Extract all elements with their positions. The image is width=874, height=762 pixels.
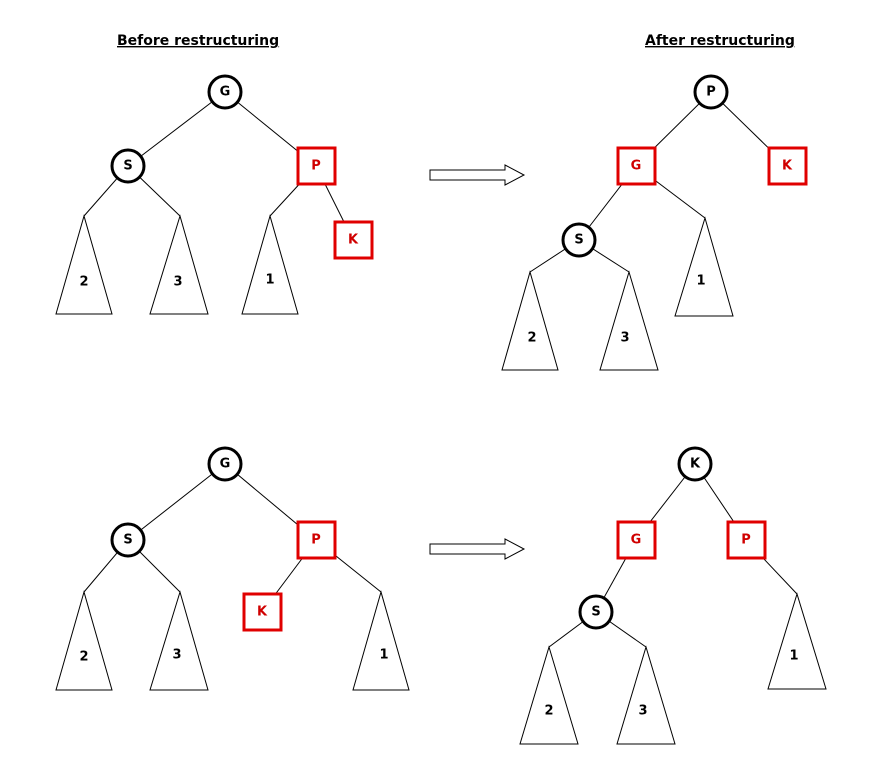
subtree-2-label: 2: [544, 704, 553, 719]
tree-2-after: 1 2 3 K G P S: [519, 446, 827, 745]
subtree-1: [352, 590, 410, 691]
subtree-3: [149, 590, 209, 691]
subtree-3: [616, 645, 676, 745]
node-s-label: S: [591, 605, 600, 620]
node-g-label: G: [631, 533, 642, 548]
tree-2-before: 2 3 1 G S P K: [55, 446, 410, 691]
subtree-3: [599, 270, 659, 371]
subtree-1: [241, 214, 299, 315]
node-p-label: P: [311, 533, 321, 548]
subtree-3-label: 3: [172, 648, 181, 663]
node-s-circle: [578, 594, 614, 630]
subtree-2: [55, 590, 113, 691]
subtree-2-label: 2: [79, 275, 88, 290]
node-k-square: [767, 146, 808, 186]
node-k-label: K: [257, 605, 268, 620]
node-k-label: K: [690, 457, 701, 472]
edge-g-s: [127, 91, 226, 167]
node-p-label: P: [741, 533, 751, 548]
subtree-3: [149, 214, 209, 315]
node-g-square: [616, 146, 657, 186]
edge-g-s: [127, 463, 226, 541]
node-k-square: [242, 592, 283, 632]
subtree-2: [55, 214, 113, 315]
node-p-square: [296, 146, 337, 186]
node-k-label: K: [782, 159, 793, 174]
node-g-circle: [207, 446, 243, 482]
heading-before: Before restructuring: [117, 33, 279, 49]
node-s-circle: [561, 222, 597, 258]
node-p-label: P: [311, 159, 321, 174]
tree-1-before: 2 3 1 G S P K: [55, 74, 374, 315]
subtree-1: [767, 592, 827, 690]
node-g-label: G: [631, 159, 642, 174]
arrow-2: [429, 538, 526, 560]
subtree-1-label: 1: [696, 274, 705, 289]
subtree-1-label: 1: [265, 273, 274, 288]
node-p-circle: [693, 74, 729, 110]
heading-after: After restructuring: [645, 33, 795, 49]
subtree-1-label: 1: [789, 649, 798, 664]
node-p-square: [296, 520, 337, 560]
node-p-label: P: [706, 85, 716, 100]
subtree-3-label: 3: [620, 331, 629, 346]
node-p-square: [726, 520, 767, 560]
node-s-label: S: [574, 233, 583, 248]
node-g-label: G: [220, 457, 231, 472]
subtree-2: [519, 645, 579, 745]
node-g-circle: [207, 74, 243, 110]
subtree-2: [501, 270, 559, 371]
node-s-label: S: [123, 533, 132, 548]
node-k-circle: [677, 446, 713, 482]
node-k-label: K: [348, 233, 359, 248]
tree-1-after: 1 2 3 P G K S: [501, 74, 808, 371]
subtree-1: [674, 216, 734, 317]
subtree-2-label: 2: [79, 650, 88, 665]
subtree-1-label: 1: [379, 648, 388, 663]
subtree-2-label: 2: [527, 331, 536, 346]
arrow-1: [429, 164, 526, 186]
node-g-label: G: [220, 85, 231, 100]
node-k-square: [333, 220, 374, 260]
subtree-3-label: 3: [173, 275, 182, 290]
node-s-circle: [110, 148, 146, 184]
node-s-circle: [110, 522, 146, 558]
node-s-label: S: [123, 159, 132, 174]
subtree-3-label: 3: [638, 704, 647, 719]
node-g-square: [616, 520, 657, 560]
